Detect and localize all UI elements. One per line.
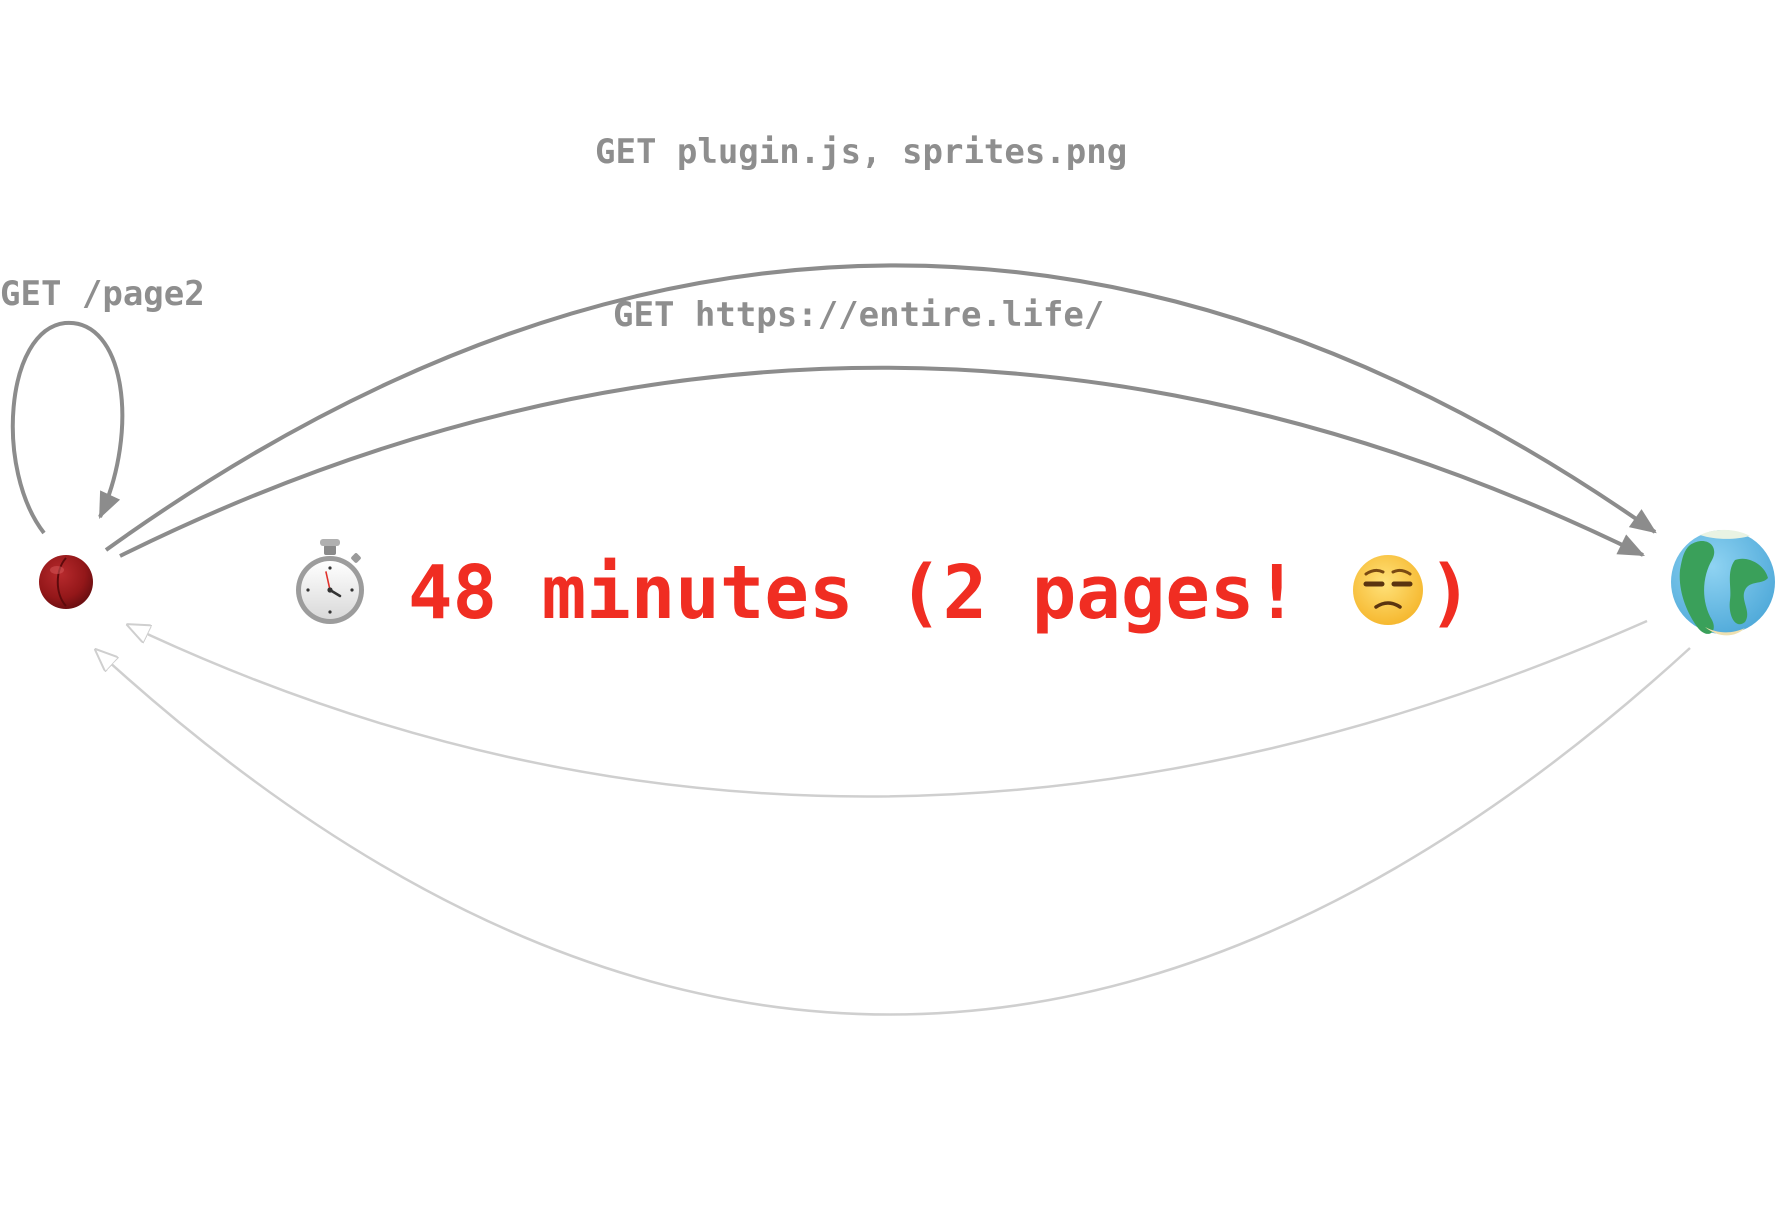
page-request-edge [119, 365, 1645, 558]
globe-icon [1671, 529, 1775, 636]
self-loop-label: GET /page2 [0, 274, 205, 314]
page-request-label: GET https://entire.life/ [613, 295, 1104, 335]
headline-close-paren: ) [1428, 550, 1473, 636]
self-loop-edge [10, 320, 125, 535]
assets-response-edge [96, 648, 1691, 1016]
headline-text: 48 minutes (2 pages! [408, 550, 1299, 636]
unamused-face-icon [1353, 555, 1423, 625]
page-response-edge [128, 619, 1648, 798]
headline: 48 minutes (2 pages! ) [296, 539, 1473, 636]
stopwatch-icon [296, 539, 364, 624]
assets-request-label: GET plugin.js, sprites.png [595, 132, 1127, 172]
assets-request-edge [104, 263, 1657, 552]
red-ball-icon [39, 555, 93, 609]
